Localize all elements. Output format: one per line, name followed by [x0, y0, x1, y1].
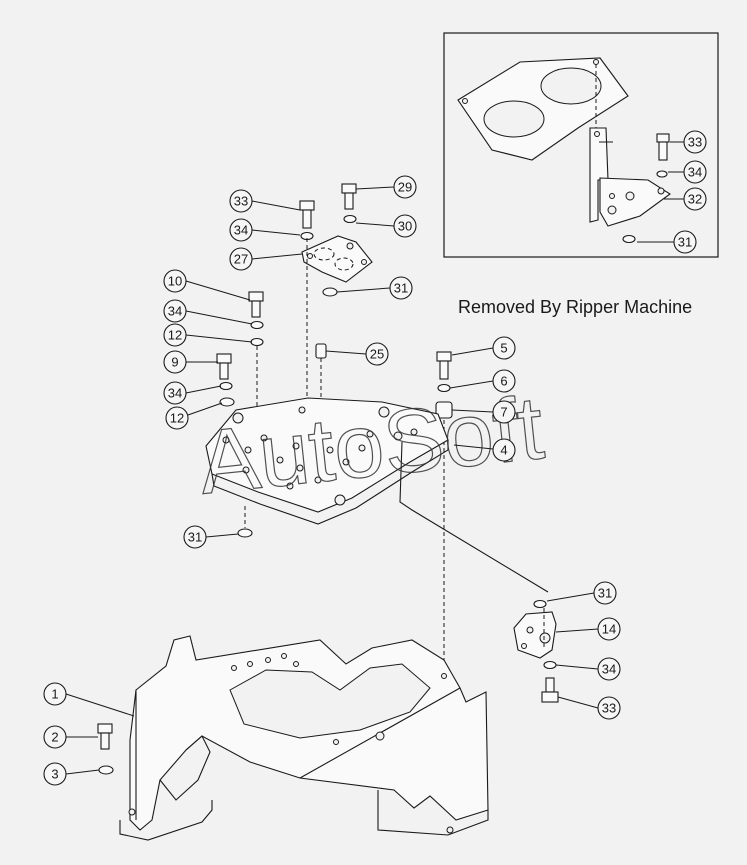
callout-34: 34	[229, 218, 253, 242]
callout-30: 30	[393, 214, 417, 238]
svg-text:9: 9	[171, 355, 178, 370]
svg-text:10: 10	[168, 274, 182, 289]
bracket-27-assembly	[299, 183, 373, 455]
callout-1: 1	[43, 682, 67, 706]
callout-34: 34	[163, 381, 187, 405]
callout-29: 29	[393, 175, 417, 199]
svg-text:12: 12	[168, 328, 182, 343]
callout-9: 9	[163, 350, 187, 374]
svg-text:27: 27	[234, 252, 248, 267]
callout-27: 27	[229, 247, 253, 271]
svg-text:1: 1	[51, 687, 58, 702]
callout-7: 7	[492, 400, 516, 424]
svg-text:2: 2	[51, 730, 58, 745]
main-plate	[205, 397, 549, 593]
svg-text:14: 14	[602, 622, 616, 637]
callout-3: 3	[43, 762, 67, 786]
inset-note: Removed By Ripper Machine	[458, 297, 692, 317]
callout-31: 31	[183, 525, 207, 549]
callouts: 33 34 32 31 33 29 34 30 27 31 10 34 12 9…	[43, 130, 707, 786]
callout-12: 12	[165, 406, 189, 430]
svg-text:4: 4	[500, 443, 507, 458]
svg-text:3: 3	[51, 767, 58, 782]
svg-text:33: 33	[234, 194, 248, 209]
svg-text:33: 33	[602, 701, 616, 716]
svg-text:29: 29	[398, 180, 412, 195]
svg-text:34: 34	[168, 386, 182, 401]
svg-text:12: 12	[170, 411, 184, 426]
svg-text:34: 34	[234, 223, 248, 238]
svg-text:5: 5	[500, 341, 507, 356]
callout-5: 5	[492, 336, 516, 360]
svg-text:31: 31	[188, 530, 202, 545]
callout-34: 34	[163, 299, 187, 323]
svg-text:33: 33	[688, 135, 702, 150]
callout-33: 33	[597, 696, 621, 720]
callout-2: 2	[43, 725, 67, 749]
callout-14: 14	[597, 617, 621, 641]
callout-10: 10	[163, 269, 187, 293]
svg-text:25: 25	[370, 347, 384, 362]
callout-32: 32	[683, 187, 707, 211]
callout-33: 33	[229, 189, 253, 213]
callout-4: 4	[492, 438, 516, 462]
frame-1	[119, 635, 489, 841]
callout-31: 31	[389, 276, 413, 300]
callout-25: 25	[365, 342, 389, 366]
callout-34: 34	[683, 160, 707, 184]
bracket-14-assembly	[513, 599, 559, 703]
callout-12: 12	[163, 323, 187, 347]
svg-text:7: 7	[500, 405, 507, 420]
callout-31: 31	[673, 230, 697, 254]
svg-text:31: 31	[598, 586, 612, 601]
callout-6: 6	[492, 369, 516, 393]
svg-text:31: 31	[678, 235, 692, 250]
svg-text:32: 32	[688, 192, 702, 207]
callout-33: 33	[683, 130, 707, 154]
bolt-2-washer-3	[97, 723, 114, 775]
svg-text:34: 34	[602, 662, 616, 677]
svg-text:30: 30	[398, 219, 412, 234]
svg-text:31: 31	[394, 281, 408, 296]
svg-text:6: 6	[500, 374, 507, 389]
svg-text:34: 34	[168, 304, 182, 319]
callout-31: 31	[593, 581, 617, 605]
svg-text:34: 34	[688, 165, 702, 180]
inset-panel	[443, 32, 719, 258]
callout-34: 34	[597, 657, 621, 681]
